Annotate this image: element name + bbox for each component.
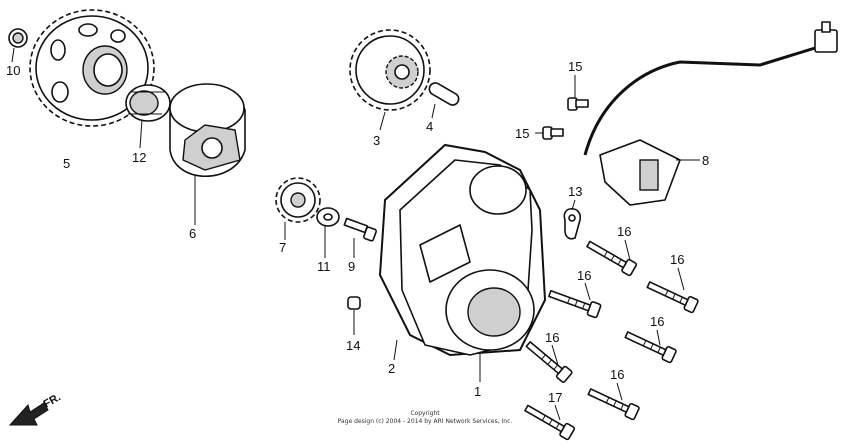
screw-part-15-upper bbox=[567, 97, 589, 111]
copyright-notice: Copyright Page design (c) 2004 - 2014 by… bbox=[300, 410, 550, 426]
front-direction-arrow-icon bbox=[8, 402, 49, 426]
callout-10: 10 bbox=[6, 63, 20, 78]
callout-13: 13 bbox=[568, 184, 582, 199]
bolt-part-9 bbox=[343, 217, 377, 242]
callout-9: 9 bbox=[348, 259, 355, 274]
shaft-part-4 bbox=[428, 82, 460, 106]
callout-11: 11 bbox=[317, 259, 331, 274]
copyright-line-2: Page design (c) 2004 - 2014 by ARI Netwo… bbox=[337, 418, 513, 425]
callout-5: 5 bbox=[63, 156, 70, 171]
callout-1: 1 bbox=[474, 384, 481, 399]
callout-17: 17 bbox=[548, 390, 562, 405]
crankcase-cover-part-1 bbox=[399, 159, 535, 356]
callout-14: 14 bbox=[346, 338, 360, 353]
gear-part-3 bbox=[349, 29, 431, 111]
gasket-part-2 bbox=[378, 143, 547, 357]
dowel-part-14 bbox=[347, 296, 361, 310]
clamp-part-13 bbox=[563, 207, 581, 240]
copyright-line-1: Copyright bbox=[410, 410, 440, 417]
callout-3: 3 bbox=[373, 133, 380, 148]
callout-15-lower: 15 bbox=[515, 126, 529, 141]
washer-part-11 bbox=[316, 207, 340, 227]
direction-label: FR. bbox=[42, 391, 63, 410]
callout-16-b: 16 bbox=[577, 268, 591, 283]
leader-lines bbox=[11, 47, 700, 421]
callout-16-c: 16 bbox=[670, 252, 684, 267]
starter-clutch-part-6 bbox=[169, 83, 246, 178]
bolt-part-16-e bbox=[522, 337, 574, 384]
bolt-part-16-f bbox=[585, 384, 641, 421]
needle-bearing-part-12 bbox=[125, 84, 171, 122]
callout-2: 2 bbox=[388, 361, 395, 376]
callout-6: 6 bbox=[189, 226, 196, 241]
callout-7: 7 bbox=[279, 240, 286, 255]
sensor-harness-part-8 bbox=[583, 21, 838, 206]
bolt-part-16-c bbox=[644, 277, 700, 314]
callout-16-a: 16 bbox=[617, 224, 631, 239]
callout-16-d: 16 bbox=[650, 314, 664, 329]
callout-12: 12 bbox=[132, 150, 146, 165]
callout-15-upper: 15 bbox=[568, 59, 582, 74]
callout-8: 8 bbox=[702, 153, 709, 168]
screw-part-15-lower bbox=[542, 126, 564, 140]
callout-4: 4 bbox=[426, 119, 433, 134]
driven-gear-part-5 bbox=[29, 9, 155, 127]
bolt-part-16-b bbox=[546, 286, 602, 319]
bolt-part-16-d bbox=[622, 327, 678, 364]
drive-gear-part-7 bbox=[275, 177, 321, 223]
callout-16-e: 16 bbox=[545, 330, 559, 345]
callout-16-f: 16 bbox=[610, 367, 624, 382]
circlip-part-10 bbox=[8, 28, 28, 48]
